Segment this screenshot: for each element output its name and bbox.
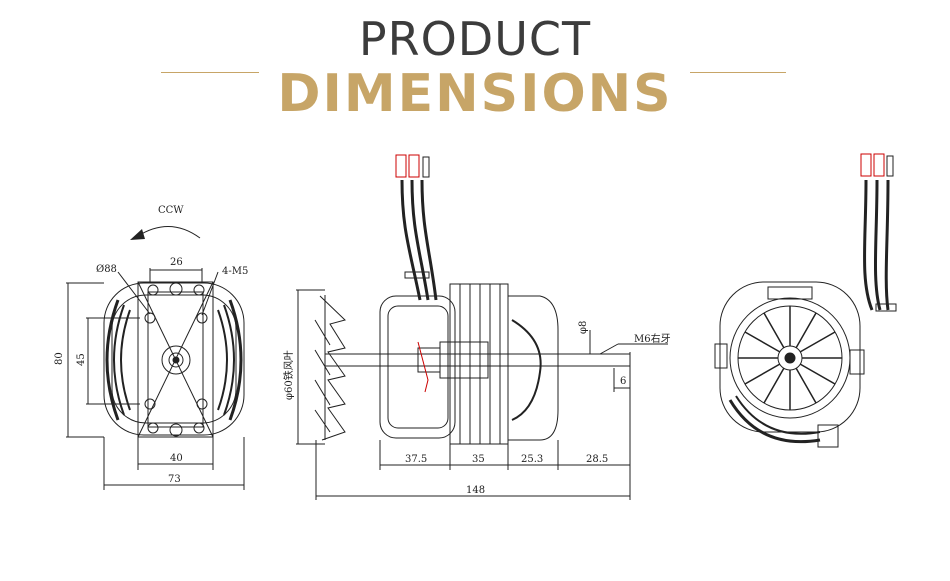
- dim-80: 80: [54, 352, 65, 365]
- end-bracket: [379, 295, 456, 439]
- divider-left: [161, 72, 259, 73]
- dim-thread: M6右牙: [634, 332, 671, 345]
- rear-view: [714, 153, 897, 448]
- dim-45: 45: [76, 353, 87, 366]
- dim-73: 73: [168, 474, 181, 485]
- rear-lead-wires: [863, 179, 874, 311]
- dim-seg4: 28.5: [586, 454, 608, 465]
- dim-fan-dia: φ60铁风叶: [282, 350, 295, 400]
- dim-seg2: 35: [472, 454, 485, 465]
- divider-right: [690, 72, 786, 73]
- dim-total: 148: [466, 485, 485, 496]
- dim-seg3: 25.3: [521, 454, 543, 465]
- ccw-arrow-icon: [137, 226, 201, 239]
- front-view: CCW: [54, 205, 248, 490]
- stator-core: [449, 283, 509, 445]
- dim-thread-len: 6: [620, 376, 626, 387]
- terminal-2: [408, 154, 420, 178]
- dim-40: 40: [170, 453, 183, 464]
- hub: [161, 345, 191, 375]
- title-dimensions: DIMENSIONS: [277, 64, 673, 124]
- dim-holes: 4-M5: [222, 266, 248, 277]
- dim-seg1: 37.5: [405, 454, 427, 465]
- lead-wires: [400, 179, 422, 301]
- rotor: [439, 341, 489, 379]
- dim-shaft-dia: φ8: [578, 321, 589, 334]
- rear-housing: [719, 281, 861, 433]
- dim-26: 26: [170, 257, 183, 268]
- ccw-label: CCW: [158, 205, 184, 216]
- side-view: φ60铁风叶 φ8 M6右牙 6 37.5 35 25.3 28.5 148: [282, 154, 671, 500]
- bracket: [137, 281, 214, 438]
- rear-bracket: [508, 295, 559, 441]
- dim-dia88: Ø88: [96, 264, 117, 275]
- title-product: PRODUCT: [358, 12, 592, 66]
- terminal-1: [395, 154, 407, 178]
